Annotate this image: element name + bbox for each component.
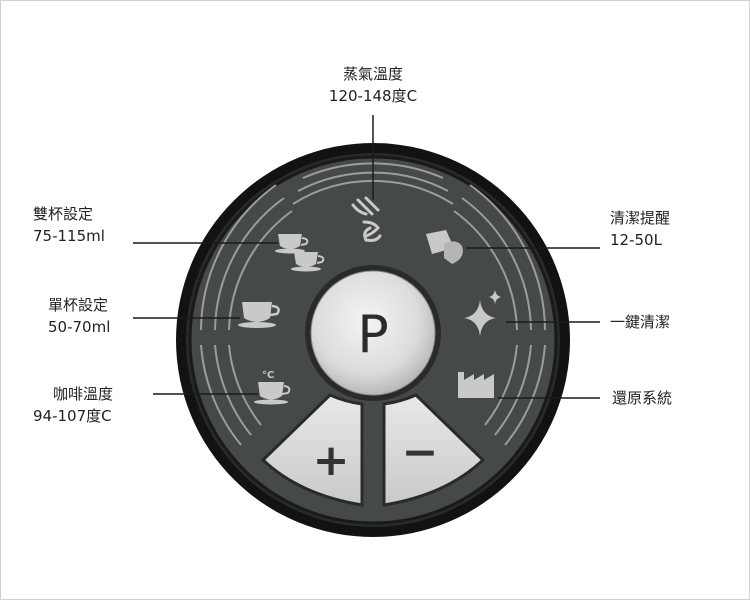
program-button[interactable] <box>310 270 436 396</box>
temp-unit-mark: °C <box>262 370 274 381</box>
steam-icon <box>351 196 382 242</box>
label-factory-reset: 還原系統 <box>612 387 672 409</box>
double-cup-icon <box>275 234 325 272</box>
single-cup-icon <box>238 302 280 328</box>
label-steam-temp: 蒸氣溫度 120-148度C <box>313 63 433 107</box>
plus-button[interactable] <box>260 393 364 507</box>
coffee-temp-cup-icon: °C <box>254 370 291 405</box>
single-cup-range: 50-70ml <box>48 318 111 336</box>
sparkle-icon <box>464 290 501 336</box>
steam-temp-range: 120-148度C <box>328 87 418 105</box>
minus-button[interactable] <box>382 393 486 507</box>
leader-lines <box>133 115 600 399</box>
label-clean-reminder: 清潔提醒 12-50L <box>610 207 670 251</box>
single-cup-title: 單杯設定 <box>48 296 109 314</box>
label-single-cup: 單杯設定 50-70ml <box>48 294 110 338</box>
factory-reset-title: 還原系統 <box>612 389 673 407</box>
decor-arcs-left <box>200 184 293 446</box>
steam-temp-title: 蒸氣溫度 <box>342 65 403 83</box>
double-cup-range: 75-115ml <box>33 227 105 245</box>
factory-icon <box>458 372 494 398</box>
coffee-temp-title: 咖啡溫度 <box>53 385 114 403</box>
program-button-label: P <box>357 305 388 365</box>
coffee-temp-range: 94-107度C <box>33 407 112 425</box>
label-coffee-temp: 咖啡溫度 94-107度C <box>33 383 113 427</box>
plus-button-label: + <box>313 435 350 486</box>
label-double-cup: 雙杯設定 75-115ml <box>33 203 105 247</box>
clean-reminder-range: 12-50L <box>610 231 662 249</box>
double-cup-title: 雙杯設定 <box>33 205 94 223</box>
one-key-clean-title: 一鍵清潔 <box>610 313 671 331</box>
cleaning-cloth-icon <box>426 230 463 264</box>
clean-reminder-title: 清潔提醒 <box>610 209 671 227</box>
minus-button-label: − <box>402 427 439 478</box>
label-one-key-clean: 一鍵清潔 <box>610 311 670 333</box>
